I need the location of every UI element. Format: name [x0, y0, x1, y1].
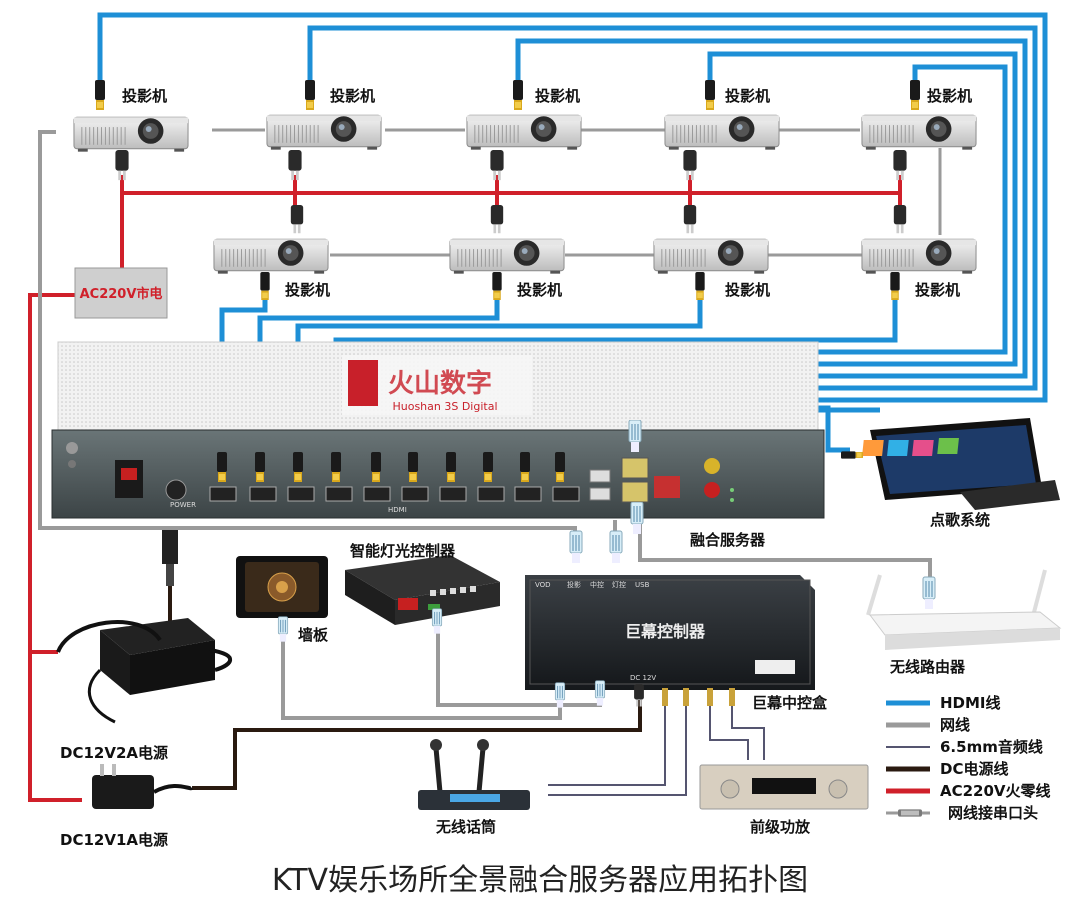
light-controller-label: 智能灯光控制器 — [350, 542, 456, 560]
lan-port-1 — [621, 457, 649, 479]
projector-label-4: 投影机 — [725, 87, 770, 105]
psu-2a-label: DC12V2A电源 — [60, 744, 168, 762]
wall-panel-label: 墙板 — [298, 626, 329, 644]
legend-ac: AC220V火零线 — [940, 782, 1051, 800]
wireless-mic-label: 无线话筒 — [435, 818, 496, 836]
audio-cables — [548, 700, 765, 796]
dip-switch — [654, 476, 680, 498]
projector-label-7: 投影机 — [517, 281, 562, 299]
page-title: KTV娱乐场所全景融合服务器应用拓扑图 — [272, 863, 808, 898]
dc-input-jack — [165, 479, 187, 501]
ctrl-port-projector: 投影 — [567, 580, 581, 589]
projector-label-3: 投影机 — [535, 87, 580, 105]
karaoke-tablet — [841, 418, 1060, 510]
hdmi-port-label: HDMI — [388, 506, 407, 514]
controller-label: 巨幕控制器 — [625, 622, 706, 641]
brand-logo: 火山数字 — [388, 368, 492, 399]
ac220-label: AC220V市电 — [80, 286, 163, 302]
wall-panel — [236, 556, 328, 618]
projector-label-8: 投影机 — [725, 281, 770, 299]
hdmi-ports — [209, 486, 580, 502]
legend: HDMI线 网线 6.5mm音频线 DC电源线 AC220V火零线 网线接串口头 — [886, 694, 1051, 822]
psu-2a — [56, 618, 233, 724]
mic-jacks — [662, 688, 735, 706]
projector-label-2: 投影机 — [330, 87, 375, 105]
preamp — [699, 764, 869, 810]
light-controller — [345, 555, 500, 625]
psu-1a — [92, 764, 194, 809]
wireless-router-label: 无线路由器 — [889, 658, 966, 676]
ctrl-port-central: 中控 — [590, 580, 604, 589]
ctrl-port-vod: VOD — [535, 581, 551, 589]
ctrl-port-light: 灯控 — [612, 580, 626, 589]
fusion-server: 火山数字 Huoshan 3S Digital POWER HDMI — [51, 341, 825, 519]
preamp-label: 前级功放 — [750, 818, 811, 836]
svg-text:POWER: POWER — [170, 501, 196, 509]
projector-links — [212, 128, 942, 257]
legend-dc: DC电源线 — [940, 760, 1008, 778]
wireless-mic — [418, 739, 530, 810]
central-box-label: 巨幕中控盒 — [752, 694, 828, 712]
projector-label-5: 投影机 — [927, 87, 972, 105]
fusion-server-label: 融合服务器 — [690, 531, 766, 549]
legend-network: 网线 — [940, 716, 970, 734]
giant-screen-controller: 巨幕控制器 VOD 投影 中控 灯控 USB DC 12V — [525, 575, 815, 690]
lan-port-2 — [621, 481, 649, 503]
legend-audio: 6.5mm音频线 — [940, 738, 1043, 756]
projector-label-9: 投影机 — [915, 281, 960, 299]
brand-name: Huoshan 3S Digital — [392, 400, 497, 413]
usb-port-2 — [589, 487, 611, 501]
psu-1a-label: DC12V1A电源 — [60, 831, 168, 849]
ctrl-port-usb: USB — [635, 581, 650, 589]
ctrl-port-dc: DC 12V — [630, 674, 656, 682]
karaoke-system-label: 点歌系统 — [930, 511, 990, 529]
legend-hdmi: HDMI线 — [940, 694, 1001, 712]
projector-label-6: 投影机 — [285, 281, 330, 299]
usb-port — [589, 469, 611, 483]
legend-serial: 网线接串口头 — [948, 804, 1038, 822]
audio-port-2 — [704, 482, 720, 498]
wireless-router — [866, 569, 1062, 650]
audio-port-1 — [704, 458, 720, 474]
ac220-box: AC220V市电 — [74, 267, 168, 319]
projector-label-1: 投影机 — [122, 87, 167, 105]
dc-barrel-connector — [162, 530, 178, 586]
